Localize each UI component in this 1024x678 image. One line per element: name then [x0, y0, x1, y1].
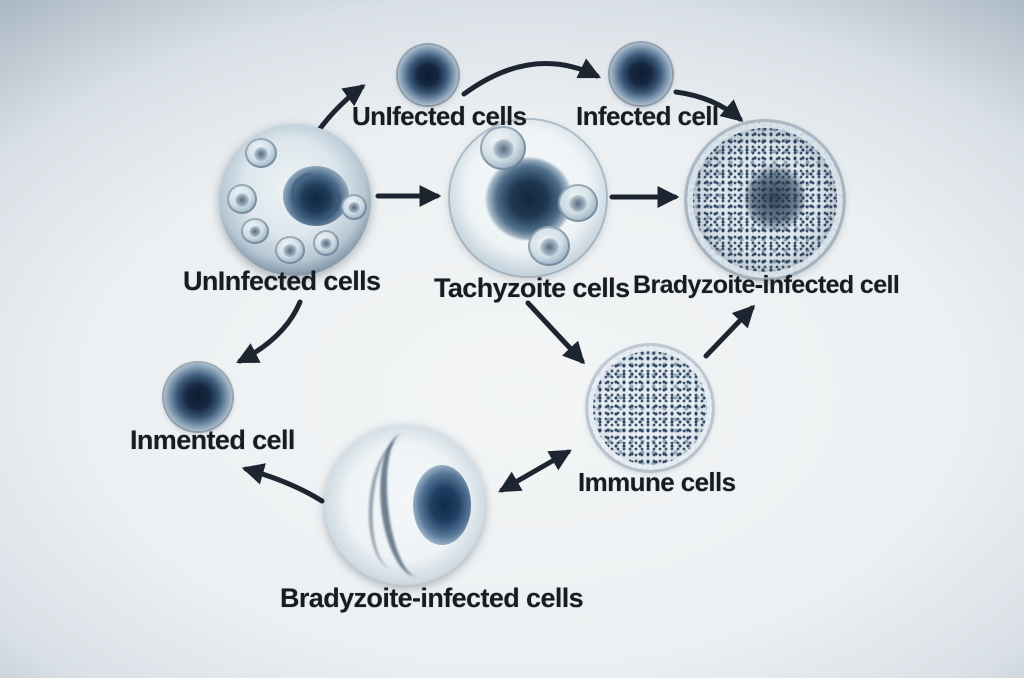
label-bradyzoite-cells: Bradyzoite-infected cells	[280, 583, 584, 613]
label-uninfected-host: UnInfected cells	[183, 266, 381, 296]
vesicle	[275, 236, 305, 264]
label-immune: Immune cells	[578, 467, 736, 497]
swirl-ring	[281, 162, 351, 230]
swirl-nucleus	[281, 162, 351, 230]
label-bradyzoite-cell: Bradyzoite-infected cell	[633, 271, 900, 299]
vesicle	[528, 226, 570, 266]
label-uninfected-small: UnIfected cells	[352, 101, 527, 131]
bradyzoite-infected-cell	[687, 122, 843, 278]
fuzzy-nucleus	[486, 158, 572, 240]
vesicle	[480, 126, 526, 170]
arrow-immune-to-bradyzoite-label	[703, 304, 756, 359]
tachyzoite-cell	[450, 120, 606, 276]
dark-nucleus-blob	[745, 164, 805, 232]
arrow-immune-bottom-double	[498, 449, 572, 493]
bradyzoite-infected-cells-bottom	[325, 425, 485, 585]
vesicle	[227, 184, 257, 214]
vesicle	[245, 138, 277, 168]
infected-small-cell	[610, 43, 672, 105]
arrow-bottom-to-inmented	[241, 463, 325, 504]
vesicle	[341, 194, 367, 220]
arrow-host-to-inmented	[236, 299, 303, 364]
immune-cell	[588, 346, 712, 470]
inmented-cell	[164, 363, 232, 431]
uninfected-host-cell	[219, 124, 371, 276]
uninfected-small-cell	[398, 45, 458, 105]
label-infected-small: Infected cell	[576, 101, 719, 131]
oval-nucleus	[413, 465, 471, 545]
arrow-tachyzoite-to-immune	[525, 300, 585, 365]
label-tachyzoite: Tachyzoite cells	[434, 273, 630, 303]
vesicle	[313, 230, 339, 256]
vesicle	[558, 184, 598, 222]
arrow-uninfected-small-to-infected-small	[461, 58, 601, 97]
vesicle	[241, 218, 269, 244]
label-inmented: Inmented cell	[130, 425, 295, 455]
